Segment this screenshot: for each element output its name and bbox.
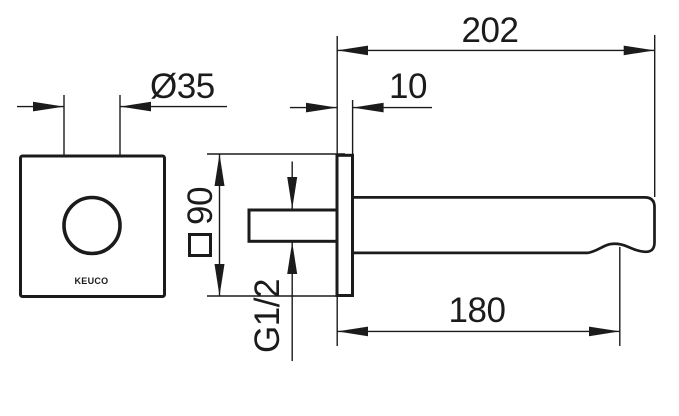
arrowhead-180-left: [337, 326, 368, 337]
dim-thread-label: G1/2: [247, 271, 287, 361]
dim-diameter-label: Ø35: [150, 67, 215, 106]
brand-logo: KEUCO: [74, 276, 109, 286]
dim-thread-text: G1/2: [247, 279, 287, 353]
arrowhead-202-left: [337, 45, 368, 56]
arrowhead-90-top: [214, 154, 225, 186]
arrowhead-180-right: [589, 326, 620, 337]
spout-circle-front: [62, 195, 122, 256]
escutcheon-side-outline: [335, 153, 354, 297]
dim-10-label: 10: [389, 67, 427, 106]
arrowhead-g12-up: [287, 242, 298, 274]
arrowhead-35-right: [120, 101, 151, 112]
arrowhead-202-right: [623, 45, 655, 56]
side-view: [247, 153, 656, 297]
arrowhead-35-left: [33, 101, 64, 112]
front-view: [19, 154, 166, 298]
arrowhead-10-right: [352, 102, 384, 113]
arrowhead-10-left: [306, 102, 338, 113]
dimension-arrowheads: [33, 45, 655, 337]
dim-90-label: 90: [180, 187, 220, 225]
dim-180-label: 180: [448, 291, 506, 330]
dim-90-label-group: 90: [180, 180, 220, 264]
thread-connector-outline: [247, 208, 340, 243]
arrowhead-90-bottom: [214, 264, 225, 296]
arrowhead-g12-down: [287, 177, 298, 209]
square-shape-symbol: [188, 232, 212, 257]
spout-side-outline: [352, 196, 656, 255]
dim-202-label: 202: [461, 11, 519, 50]
